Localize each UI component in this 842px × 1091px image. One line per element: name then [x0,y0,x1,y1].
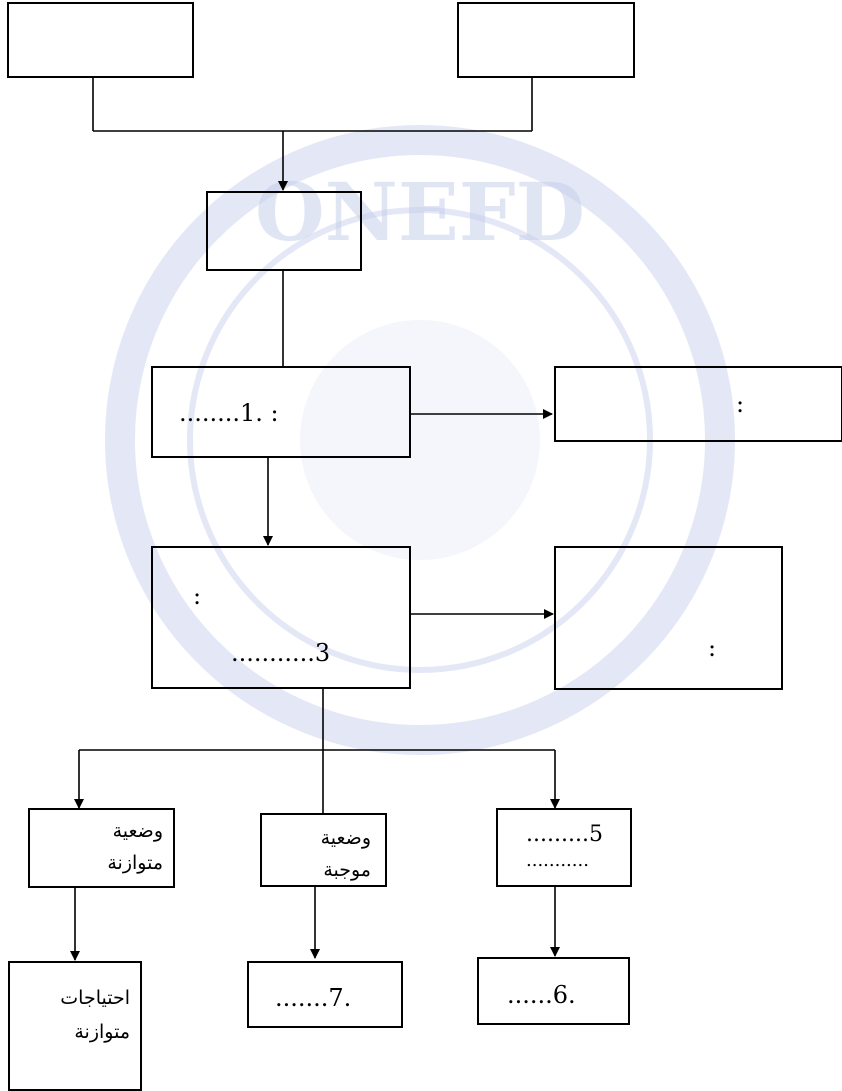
box-3: : ...........3 [151,546,411,689]
box-f-line2: متوازنة [107,852,163,874]
box-top-left [7,2,194,78]
box-f-line1: وضعية [112,820,163,842]
box-top-right [457,2,635,78]
box-h-line1: .........5 [526,822,603,847]
box-e: : [554,546,783,690]
box-f: وضعية متوازنة [28,808,175,888]
box-i: احتياجات متوازنة [8,961,142,1091]
box-h: .........5 ........... [496,808,632,887]
box-c: : [554,366,842,442]
box-g: وضعية موجبة [260,813,387,887]
box-j: .......7. [247,961,403,1028]
box-3-line1: : [193,582,202,610]
box-c-text: : [736,390,745,418]
box-k: ......6. [477,957,630,1025]
box-i-line2: متوازنة [74,1021,130,1043]
box-1-text: ........1. : [179,399,279,427]
box-3-line2: ...........3 [231,639,331,667]
box-g-line1: وضعية [320,827,371,849]
box-g-line2: موجبة [323,859,371,881]
box-e-text: : [708,634,717,662]
box-center [206,191,362,271]
box-i-line1: احتياجات [60,987,130,1009]
box-h-line2: ........... [526,850,589,871]
box-j-text: .......7. [275,984,352,1012]
box-1: ........1. : [151,366,411,458]
box-k-text: ......6. [507,981,576,1009]
